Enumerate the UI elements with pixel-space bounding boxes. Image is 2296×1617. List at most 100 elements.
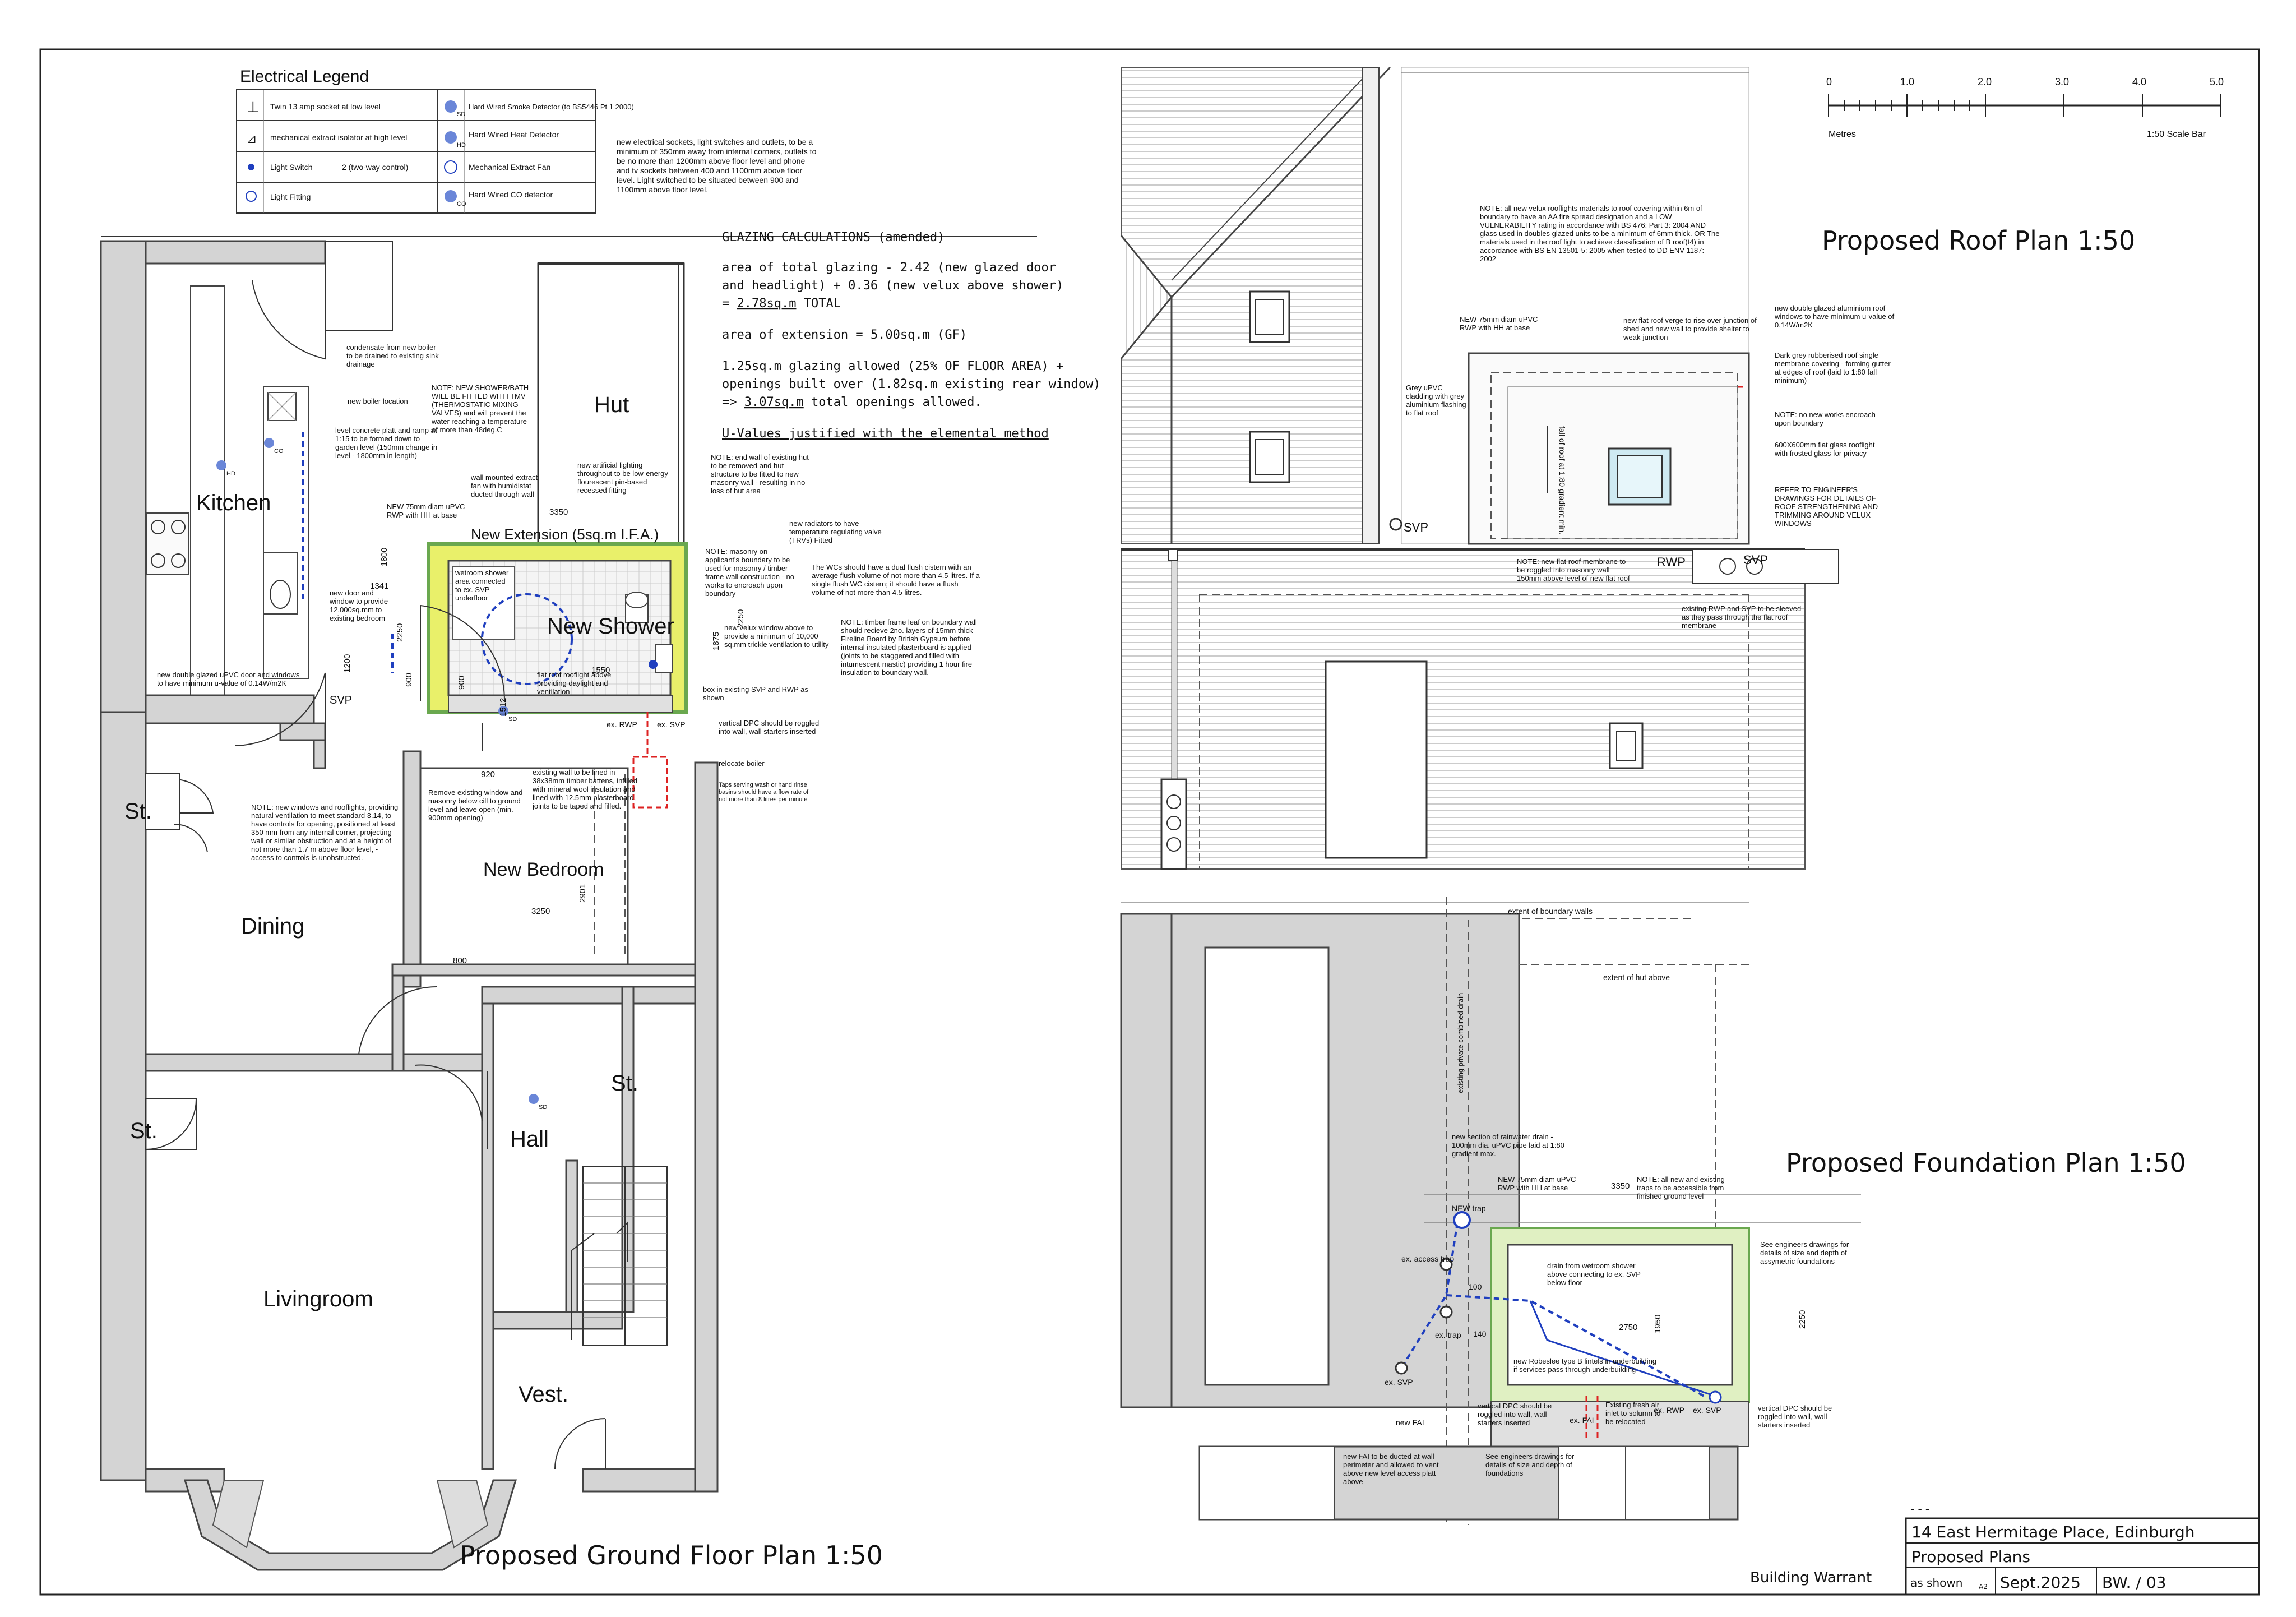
scale-tick: 2.0 — [1978, 76, 1992, 87]
note-ventilation: NOTE: new windows and rooflights, provid… — [251, 803, 399, 862]
staircase — [571, 1166, 668, 1346]
glazing-heading: GLAZING CALCULATIONS (amended) — [722, 230, 945, 244]
glazing-line: area of extension = 5.00sq.m (GF) — [722, 328, 967, 342]
rwp-label: ex. RWP — [607, 720, 637, 729]
scale-tick: 5.0 — [2210, 76, 2224, 87]
legend-item: Light Switch — [270, 163, 312, 172]
foundation-plan: NEW trap ex. access trap ex. trap ex. SV… — [1120, 897, 2186, 1525]
note-relocate-boiler: relocate boiler — [719, 759, 765, 768]
scale-tick: 1.0 — [1900, 76, 1914, 87]
dim: 1950 — [1653, 1315, 1663, 1333]
dim: 2250 — [736, 609, 746, 628]
note-concrete: level concrete platt and ramp at 1:15 to… — [335, 426, 438, 460]
title-block: - - - 14 East Hermitage Place, Edinburgh… — [1750, 1502, 2260, 1596]
room-new-extension: New Extension (5sq.m I.F.A.) — [471, 526, 659, 543]
room-kitchen: Kitchen — [196, 491, 271, 515]
room-store: St. — [611, 1071, 638, 1096]
room-livingroom: Livingroom — [263, 1287, 373, 1311]
note-timber-frame: NOTE: timber frame leaf on boundary wall… — [841, 618, 977, 677]
svp-label: SVP — [1743, 553, 1768, 567]
svp-icon — [1709, 1390, 1722, 1404]
note-taps: Taps serving wash or hand rinse basins s… — [719, 782, 809, 803]
drawing-scale: as shown — [1910, 1576, 1962, 1590]
note-engineer: REFER TO ENGINEER'S DRAWINGS FOR DETAILS… — [1775, 486, 1878, 528]
electrical-note: new electrical sockets, light switches a… — [617, 137, 817, 194]
roof-plan-notes: NOTE: all new velux rooflights materials… — [1406, 204, 1894, 630]
heat-detector-icon — [216, 460, 226, 470]
legend-item: Mechanical Extract Fan — [469, 163, 550, 172]
room-hall: Hall — [510, 1127, 549, 1152]
drawing-date: Sept.2025 — [2000, 1573, 2081, 1592]
co-detector-icon — [264, 438, 274, 448]
dim: 1550 — [591, 666, 610, 675]
note-masonry: NOTE: masonry on applicant's boundary to… — [705, 547, 794, 598]
glazing-line: area of total glazing - 2.42 (new glazed… — [722, 261, 1056, 275]
foundation-plan-title: Proposed Foundation Plan 1:50 — [1786, 1148, 2186, 1178]
note-boiler: new boiler location — [348, 397, 408, 405]
note-lined-wall: existing wall to be lined in 38x38mm tim… — [533, 768, 638, 810]
drawing-number: BW. / 03 — [2102, 1573, 2166, 1592]
note-see-engineers: See engineers drawings for details of si… — [1485, 1452, 1575, 1477]
note-double-glazed: new double glazed uPVC door and windows … — [157, 671, 300, 687]
glazing-calculations: GLAZING CALCULATIONS (amended) area of t… — [101, 230, 1101, 441]
dim: 800 — [453, 956, 467, 965]
heat-detector-icon — [445, 131, 457, 144]
sd-label: SD — [508, 716, 517, 723]
note-boundary: extent of boundary walls — [1508, 907, 1593, 916]
room-new-shower: New Shower — [547, 614, 674, 639]
note-membrane: Dark grey rubberised roof single membran… — [1775, 351, 1891, 385]
dim: 2750 — [1619, 1323, 1637, 1332]
ground-floor-title: Proposed Ground Floor Plan 1:50 — [460, 1540, 883, 1570]
dim: 3350 — [1611, 1181, 1630, 1191]
drawing-name: Proposed Plans — [1911, 1547, 2030, 1566]
note-roof-rwp: NEW 75mm diam uPVC RWP with HH at base — [1460, 315, 1538, 332]
smoke-detector-icon — [445, 100, 457, 113]
ground-floor-plan: HD CO SD SD Kitchen Hut New Extension (5… — [100, 240, 883, 1571]
new-bedroom-walls — [419, 767, 629, 965]
co-detector-icon — [445, 190, 457, 202]
note-door-window: new door and window to provide 12,000sq.… — [330, 589, 388, 622]
dim: 140 — [1473, 1329, 1487, 1338]
dim: 1875 — [711, 632, 721, 650]
note-extract: wall mounted extract fan with humidistat… — [471, 473, 538, 498]
dim: 2901 — [578, 884, 587, 903]
legend-title: Electrical Legend — [240, 67, 369, 86]
scale-unit: Metres — [1829, 130, 1856, 139]
foundation-plan-notes: extent of boundary walls extent of hut a… — [1343, 907, 1849, 1486]
note-verge: new flat roof verge to rise over junctio… — [1623, 316, 1757, 341]
scale-label: 1:50 Scale Bar — [2147, 130, 2206, 139]
note-velux: new velux window above to provide a mini… — [724, 623, 829, 649]
dim: 1341 — [370, 581, 388, 591]
glazing-line: => 3.07sq.m total openings allowed. — [722, 395, 982, 409]
fai-label: new FAI — [1396, 1418, 1424, 1427]
scale-bar: 0 1.0 2.0 3.0 4.0 5.0 Metres 1:50 Scale … — [1826, 76, 2224, 139]
light-fitting-icon — [246, 191, 257, 202]
note-cladding: Grey uPVC cladding with grey aluminium f… — [1406, 384, 1466, 417]
legend-item: Hard Wired Smoke Detector (to BS5446 Pt … — [469, 103, 634, 111]
drain-label: existing private combined drain — [1456, 993, 1465, 1093]
roof-window — [1325, 660, 1428, 859]
svp-label: SVP — [1404, 520, 1428, 534]
note-engineers: See engineers drawings for details of si… — [1760, 1240, 1849, 1265]
note-hut-wall: NOTE: end wall of existing hut to be rem… — [711, 453, 809, 495]
dim: 1800 — [379, 548, 389, 566]
note-radiators: new radiators to have temperature regula… — [789, 519, 882, 544]
glazing-line: = 2.78sq.m TOTAL — [722, 297, 841, 311]
new-trap-icon — [1453, 1211, 1471, 1229]
flue-stack — [1160, 778, 1187, 870]
scale-tick: 0 — [1826, 76, 1832, 87]
dim: 2250 — [1798, 1310, 1807, 1329]
scale-tick: 4.0 — [2132, 76, 2146, 87]
note-wetroom-drain: drain from wetroom shower above connecti… — [1547, 1262, 1641, 1287]
svp-label: ex. SVP — [1693, 1406, 1721, 1415]
dim: 2250 — [395, 623, 405, 642]
sheet-size: A2 — [1979, 1583, 1988, 1591]
note-fresh-air: Existing fresh air inlet to solumn to be… — [1605, 1401, 1661, 1426]
access-trap-icon — [1439, 1258, 1453, 1271]
legend-item: 2 (two-way control) — [342, 163, 408, 172]
glazing-line: openings built over (1.82sq.m existing r… — [722, 377, 1101, 391]
co-label: CO — [274, 448, 284, 455]
note-fai: new FAI to be ducted at wall perimeter a… — [1343, 1452, 1439, 1486]
note-rainwater: new section of rainwater drain - 100mm d… — [1452, 1133, 1564, 1158]
hd-label: HD — [226, 470, 235, 477]
